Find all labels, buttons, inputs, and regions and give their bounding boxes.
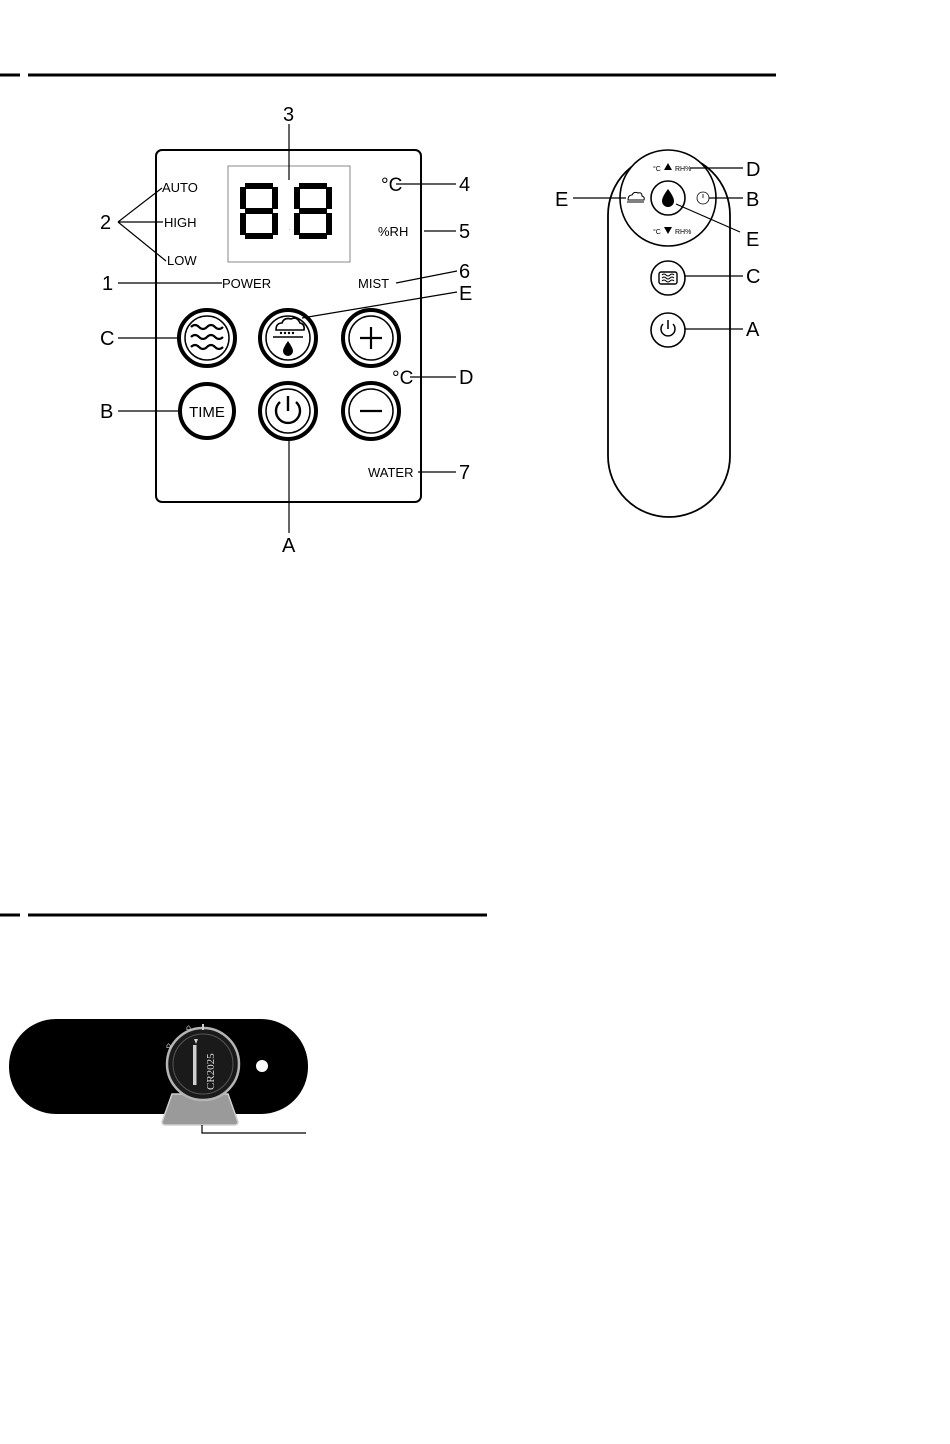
plus-button[interactable]: [343, 310, 399, 366]
remote-callout-c: C: [746, 266, 760, 288]
callout-d: D: [459, 367, 473, 389]
label-high: HIGH: [164, 215, 197, 230]
ir-window: [256, 1060, 268, 1072]
label-rh: %RH: [378, 224, 408, 239]
remote-power-button[interactable]: [651, 313, 685, 347]
callout-2: 2: [100, 212, 111, 234]
remote-callout-d: D: [746, 159, 760, 181]
remote-callout-e-left: E: [555, 189, 568, 211]
callout-3: 3: [283, 104, 294, 126]
unlock-icon: ⌂: [166, 1041, 171, 1050]
callout-e: E: [459, 283, 472, 305]
remote-mist-button[interactable]: [651, 181, 685, 215]
svg-text:°C: °C: [653, 228, 661, 236]
callout-b: B: [100, 401, 113, 423]
label-mist: MIST: [358, 276, 389, 291]
callout-4: 4: [459, 174, 470, 196]
remote-control: °C RH% °C RH%: [608, 150, 730, 517]
time-button-label: TIME: [189, 404, 225, 421]
svg-text:°C: °C: [653, 165, 661, 173]
callout-5: 5: [459, 221, 470, 243]
remote-back: CR2025 ⌂ ⌂: [9, 1019, 308, 1125]
lock-icon: ⌂: [186, 1023, 191, 1032]
label-celsius: °C: [381, 175, 402, 196]
callout-7: 7: [459, 462, 470, 484]
remote-callout-b: B: [746, 189, 759, 211]
label-celsius-d: °C: [392, 368, 413, 389]
label-power: POWER: [222, 276, 271, 291]
remote-callout-a: A: [746, 319, 760, 341]
svg-text:RH%: RH%: [675, 229, 691, 236]
svg-text:RH%: RH%: [675, 166, 691, 173]
callout-6: 6: [459, 261, 470, 283]
label-water: WATER: [368, 465, 414, 480]
time-button[interactable]: TIME: [180, 384, 234, 438]
remote-timer-button[interactable]: [697, 192, 709, 204]
remote-wind-button[interactable]: [651, 261, 685, 295]
mist-button[interactable]: [260, 310, 316, 366]
power-button[interactable]: [260, 383, 316, 439]
callout-1: 1: [102, 273, 113, 295]
battery-label: CR2025: [205, 1053, 217, 1090]
wind-button[interactable]: [179, 310, 235, 366]
battery-cover[interactable]: CR2025: [167, 1028, 239, 1100]
remote-callout-e-right: E: [746, 229, 759, 251]
callout-c: C: [100, 328, 114, 350]
label-auto: AUTO: [162, 180, 198, 195]
label-low: LOW: [167, 253, 197, 268]
battery-callout: [202, 1125, 306, 1133]
callout-a: A: [282, 535, 296, 557]
minus-button[interactable]: [343, 383, 399, 439]
